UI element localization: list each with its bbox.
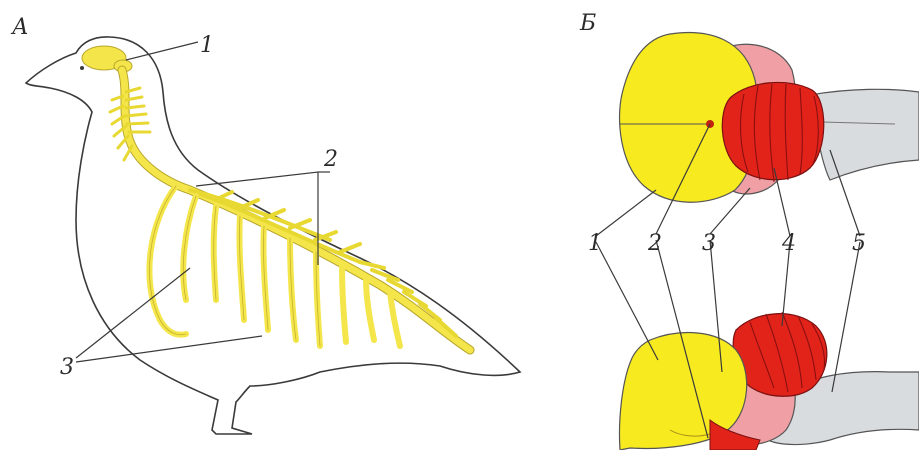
label-a-3: 3	[60, 355, 74, 380]
top-cerebellum	[722, 82, 823, 179]
top-medulla	[810, 89, 919, 180]
bird-eye	[80, 66, 84, 70]
brain-diagram: Б	[560, 0, 919, 450]
panel-a-title: А	[10, 15, 29, 40]
label-b-4: 4	[781, 231, 796, 256]
label-a-1: 1	[200, 33, 214, 58]
brain-top-view	[620, 33, 919, 203]
label-b-2: 2	[647, 231, 662, 256]
label-b-5: 5	[852, 231, 866, 256]
bird-diagram: А	[0, 0, 560, 450]
bird-outline	[26, 37, 520, 434]
label-b-1: 1	[588, 231, 602, 256]
label-b-3: 3	[702, 231, 716, 256]
panel-b-title: Б	[579, 11, 596, 36]
panel-b-bird-brain: Б	[560, 0, 919, 450]
brain-side-view	[620, 312, 919, 450]
panel-a-bird-nervous-system: А	[0, 0, 560, 450]
label-a-2: 2	[323, 147, 338, 172]
